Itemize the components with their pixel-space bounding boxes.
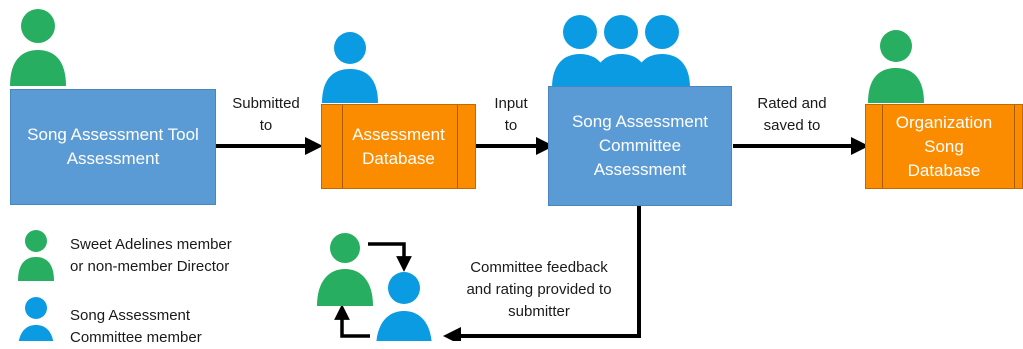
box-label-line: Song [924, 136, 964, 156]
box-label-line: Database [362, 148, 435, 168]
song-assessment-tool-box: Song Assessment Tool Assessment [10, 89, 216, 205]
assessment-database-box: Assessment Database [321, 104, 476, 189]
box-label-line: Assessment [593, 160, 687, 179]
box-label-line: Committee [598, 136, 682, 155]
cycle-arrow-top [368, 242, 412, 272]
box-label-line: Assessment [352, 124, 445, 144]
cycle-arrow-bottom [334, 304, 370, 338]
cycle-blue-person-icon [376, 272, 432, 341]
box-label-line: Assessment [66, 149, 160, 168]
legend-green-label: Sweet Adelines member or non-member Dire… [70, 236, 232, 275]
legend-green-person-icon [18, 230, 54, 281]
blue-person-icon [322, 32, 378, 103]
green-person-icon [10, 9, 66, 86]
committee-feedback-label: Committee feedback and rating provided t… [466, 259, 612, 320]
arrow-feedback [443, 206, 641, 341]
song-assessment-committee-box: Song Assessment Committee Assessment [548, 86, 732, 206]
box-label-line: Database [907, 160, 981, 180]
committee-group-icon [552, 15, 690, 88]
submitted-to-label: Submitted to [232, 95, 300, 134]
box-label-line: Song Assessment [571, 112, 709, 131]
green-person-icon [868, 30, 924, 103]
connector-arrows [216, 137, 869, 341]
input-to-label: Input to [494, 95, 528, 134]
box-label-line: Song Assessment Tool [27, 125, 199, 144]
box-label-line: Organization [895, 112, 993, 132]
rated-and-saved-to-label: Rated and saved to [757, 95, 827, 134]
legend-blue-person-icon [18, 297, 54, 341]
legend-blue-label: Song Assessment Committee member [70, 307, 202, 346]
cycle-green-person-icon [317, 233, 373, 306]
organization-song-database-box: Organization Song Database [865, 104, 1023, 189]
